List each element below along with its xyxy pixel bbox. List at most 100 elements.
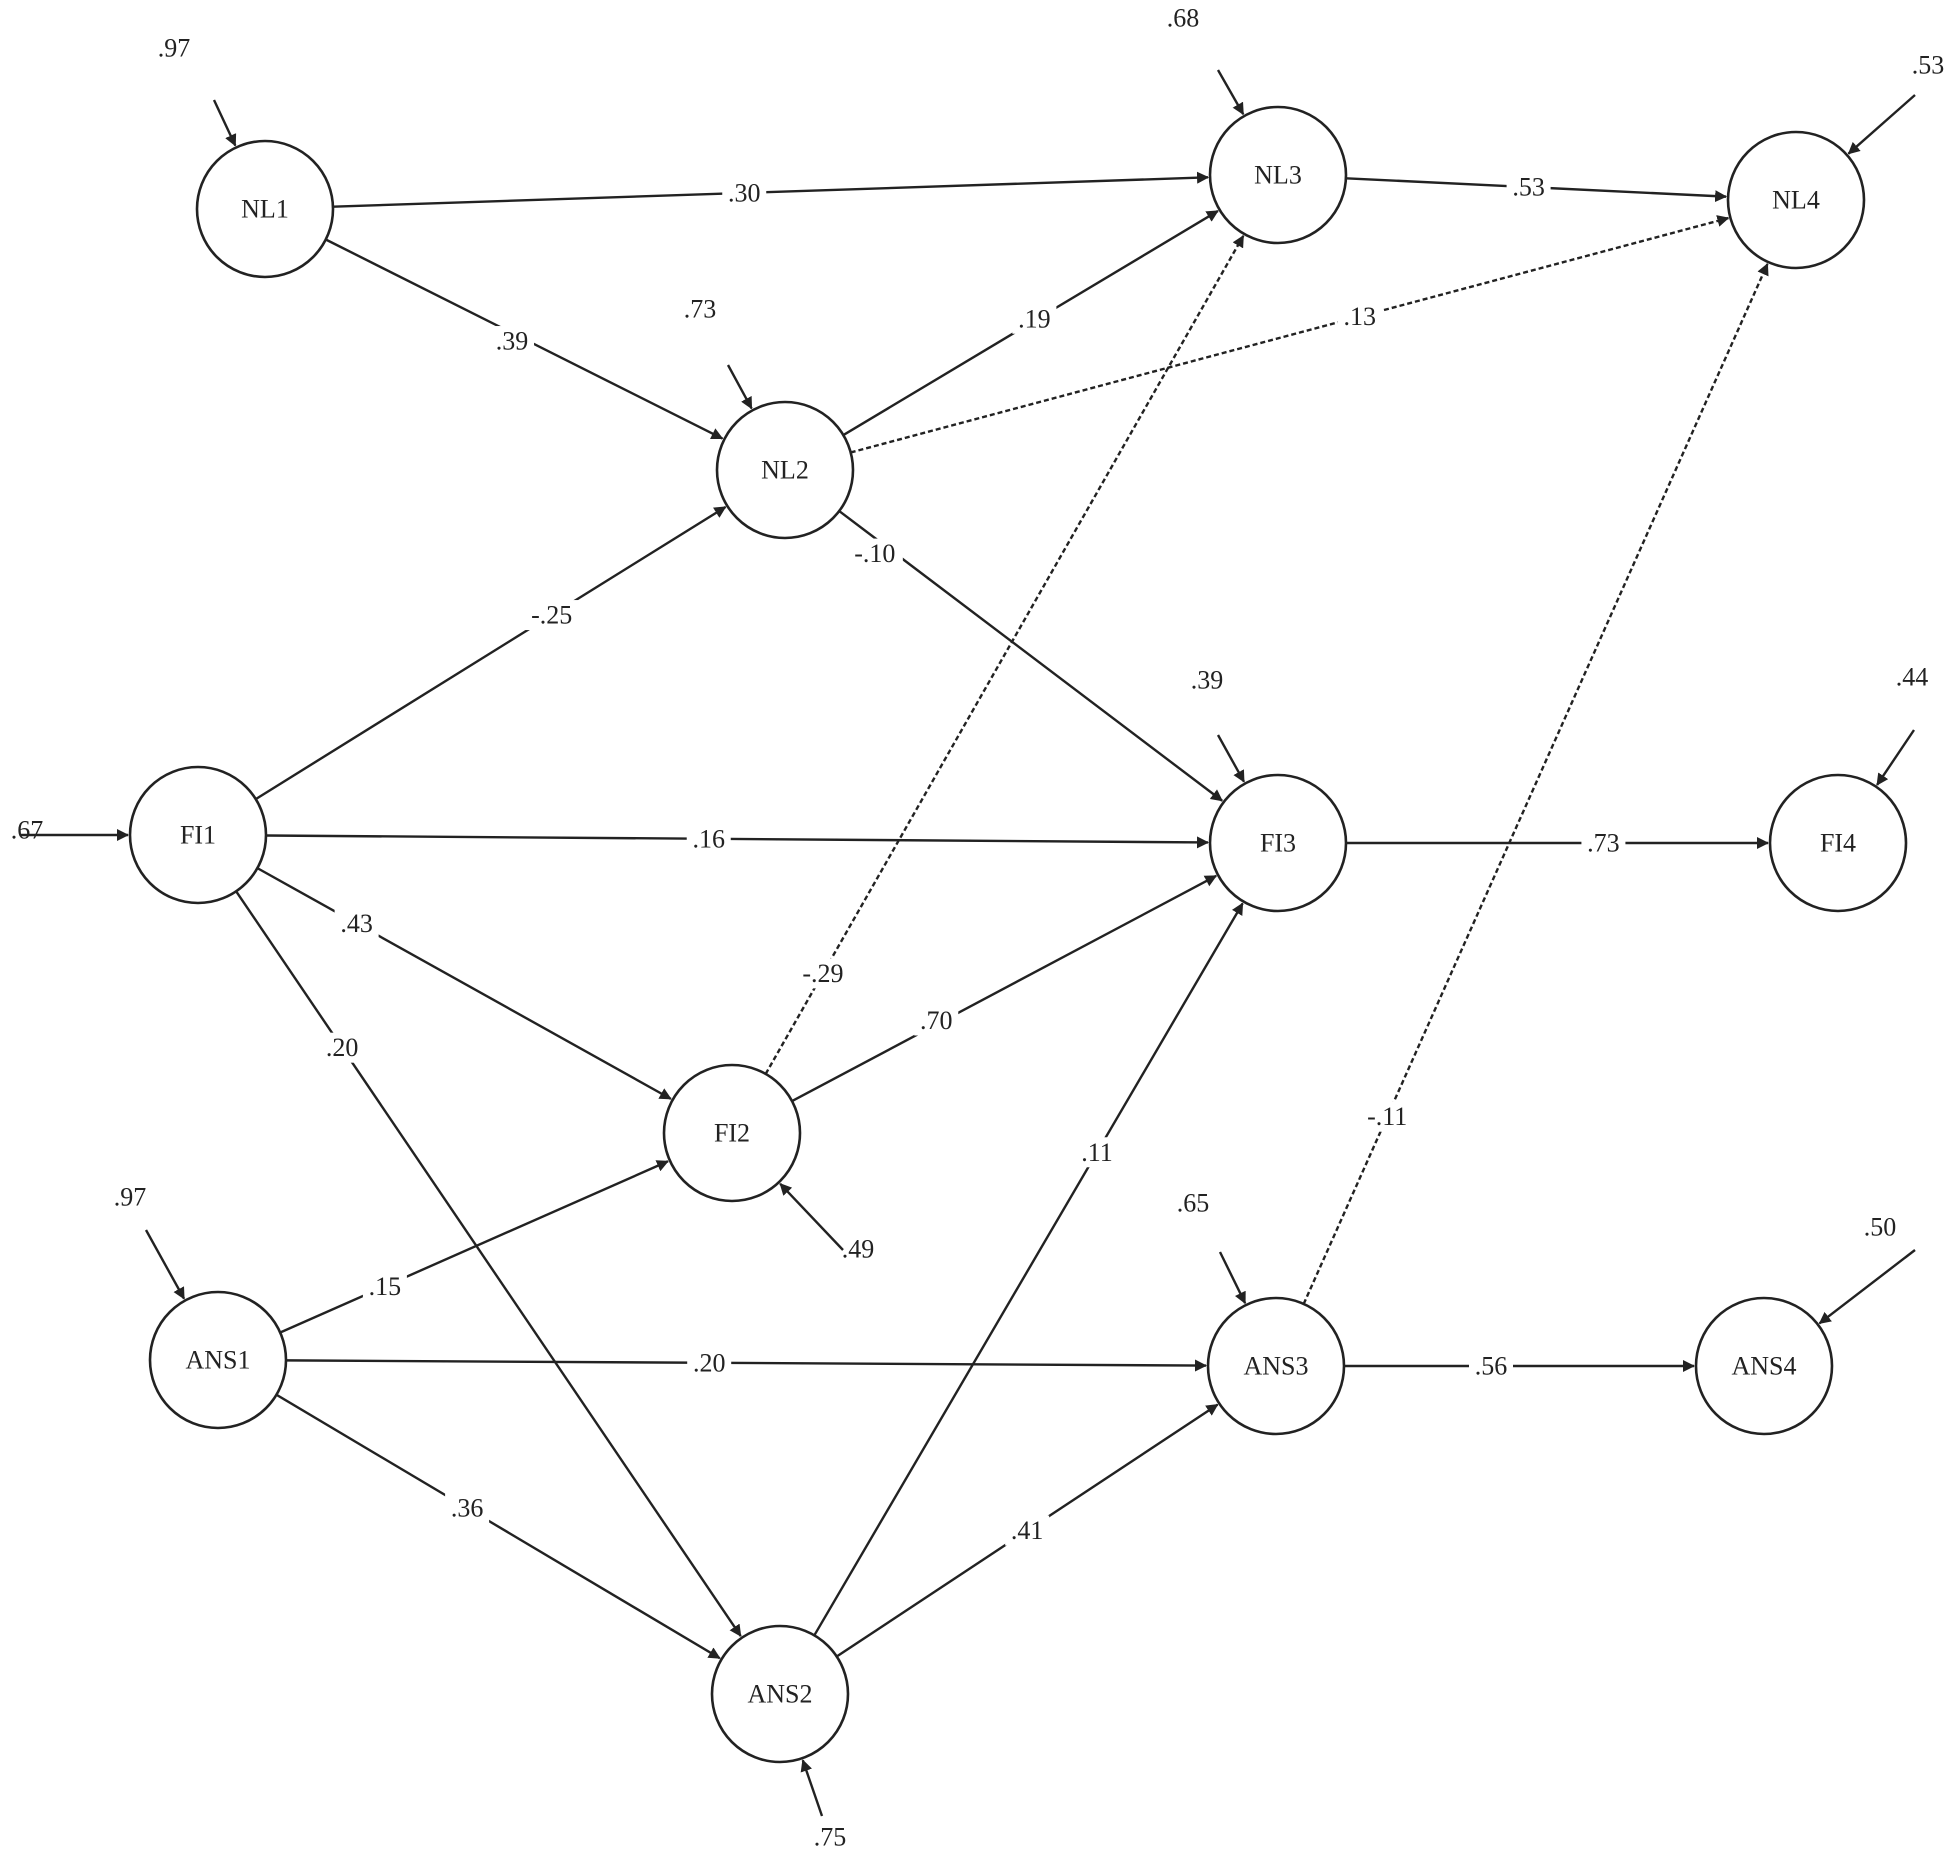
node-fi3-circle	[1208, 773, 1348, 913]
coef-fi3-to-fi4-label: .73	[1581, 828, 1626, 858]
node-fi4-circle	[1768, 773, 1908, 913]
node-nl2-circle	[715, 400, 855, 540]
coef-nl2-to-fi3-label-text: -.10	[854, 539, 895, 568]
coef-nl1-to-nl2-label: .39	[490, 326, 535, 357]
coef-fi1-to-ans2-label-bg	[320, 1032, 365, 1063]
coef-ans1-to-ans3-label-bg	[687, 1347, 732, 1378]
node-fi3: FI3	[1208, 773, 1348, 913]
node-fi4: FI4	[1768, 773, 1908, 913]
coef-fi1-to-ans2-label-text: .20	[326, 1033, 359, 1062]
coef-fi1-to-nl2-label-text: -.25	[531, 601, 572, 630]
coef-fi3-to-fi4-label-bg	[1581, 828, 1626, 858]
node-nl3-circle	[1208, 105, 1348, 245]
residual-nl3-label: .68	[1167, 4, 1200, 33]
coef-fi3-to-fi4-label-text: .73	[1587, 829, 1620, 858]
coef-ans1-to-fi2-label-bg	[362, 1271, 407, 1302]
coef-nl3-to-nl4-label: .53	[1506, 171, 1551, 202]
node-nl1: NL1	[195, 139, 335, 279]
coef-nl2-to-nl3-label-text: .19	[1018, 304, 1051, 333]
coef-ans1-to-fi2-label: .15	[362, 1271, 407, 1302]
coef-ans1-to-fi2-label-text: .15	[369, 1272, 402, 1301]
coef-nl3-to-nl4-label-text: .53	[1512, 172, 1545, 201]
coef-nl2-to-nl4-label: .13	[1337, 301, 1382, 332]
coef-ans2-to-ans3-label: .41	[1005, 1515, 1050, 1546]
node-fi1-label: FI1	[180, 821, 216, 850]
coef-nl1-to-nl2-label-text: .39	[496, 327, 529, 356]
residual-fi3-label: .39	[1191, 666, 1224, 695]
node-nl1-label: NL1	[241, 195, 289, 224]
coef-fi1-to-nl2-label: -.25	[523, 600, 580, 631]
path-ans3-to-nl4-arrow	[1302, 263, 1769, 1305]
path-nl2-to-fi3-arrow	[838, 510, 1223, 802]
coef-nl2-to-nl4-label-text: .13	[1343, 302, 1376, 331]
residual-nl2-label: .73	[684, 295, 717, 324]
coef-nl2-to-fi3-label-bg	[846, 538, 903, 569]
coef-ans3-to-nl4-label: -.11	[1359, 1101, 1416, 1132]
node-nl2-label: NL2	[761, 456, 809, 485]
node-fi2-label: FI2	[714, 1119, 750, 1148]
node-nl4-circle	[1726, 130, 1866, 270]
node-nl4: NL4	[1726, 130, 1866, 270]
residual-fi3-arrow	[1216, 734, 1246, 783]
path-fi1-to-ans2-arrow	[235, 890, 742, 1637]
residual-fi4-label: .44	[1896, 663, 1929, 692]
coef-ans1-to-ans3-label-text: .20	[693, 1348, 726, 1377]
coef-fi1-to-nl2-label-bg	[523, 600, 580, 631]
residual-ans4-arrow	[1818, 1249, 1916, 1325]
residuals-layer: .97.73.68.53.67.49.39.44.97.75.65.50	[11, 4, 1945, 1852]
coef-ans2-to-fi3-label-bg	[1075, 1137, 1120, 1168]
residual-nl1-label: .97	[158, 34, 191, 63]
coef-fi2-to-fi3-label: .70	[914, 1005, 959, 1036]
residual-ans2-arrow	[800, 1759, 824, 1817]
coef-ans1-to-ans3-label: .20	[687, 1347, 732, 1378]
paths-layer	[235, 171, 1769, 1660]
node-fi4-label: FI4	[1820, 829, 1856, 858]
residual-fi2-label: .49	[842, 1235, 875, 1264]
coef-nl2-to-nl3-label: .19	[1012, 303, 1057, 334]
coef-fi2-to-fi3-label-bg	[914, 1005, 959, 1036]
node-ans1-circle	[148, 1290, 288, 1430]
coef-ans1-to-ans2-label-bg	[445, 1493, 490, 1524]
node-ans4-circle	[1694, 1296, 1834, 1436]
node-ans3: ANS3	[1206, 1296, 1346, 1436]
node-ans3-circle	[1206, 1296, 1346, 1436]
coef-fi1-to-fi2-label: .43	[334, 908, 379, 939]
coef-ans3-to-ans4-label: .56	[1469, 1351, 1513, 1381]
coef-fi1-to-fi2-label-text: .43	[340, 909, 373, 938]
node-ans2-circle	[710, 1624, 850, 1764]
coef-fi2-to-nl3-label-bg	[794, 958, 851, 989]
node-ans4-label: ANS4	[1731, 1352, 1796, 1381]
residual-ans1-arrow	[144, 1229, 186, 1300]
node-fi1-circle	[128, 765, 268, 905]
coef-fi2-to-nl3-label-text: -.29	[802, 959, 843, 988]
path-ans1-to-ans3-arrow	[285, 1359, 1208, 1372]
node-fi3-label: FI3	[1260, 829, 1296, 858]
coef-nl2-to-nl4-label-bg	[1337, 301, 1382, 332]
coef-ans2-to-fi3-label: .11	[1075, 1137, 1120, 1168]
coef-fi1-to-fi3-label: .16	[686, 823, 731, 854]
node-ans1: ANS1	[148, 1290, 288, 1430]
residual-nl4-arrow	[1847, 94, 1916, 155]
residual-ans3-arrow	[1218, 1251, 1247, 1305]
coef-ans3-to-nl4-label-text: -.11	[1367, 1102, 1407, 1131]
coef-nl2-to-nl3-label-bg	[1012, 303, 1057, 334]
path-fi1-to-nl2-arrow	[255, 505, 727, 801]
coef-ans2-to-ans3-label-text: .41	[1011, 1516, 1044, 1545]
coef-fi1-to-fi3-label-bg	[686, 823, 731, 854]
path-fi2-to-nl3-arrow	[764, 234, 1245, 1075]
coef-fi2-to-fi3-label-text: .70	[920, 1006, 953, 1035]
residual-ans2-label: .75	[814, 1823, 847, 1852]
path-fi1-to-fi3-arrow	[265, 834, 1210, 849]
path-ans1-to-fi2-arrow	[279, 1160, 669, 1334]
node-nl3: NL3	[1208, 105, 1348, 245]
residual-ans1-label: .97	[114, 1183, 147, 1212]
coef-ans1-to-ans2-label-text: .36	[451, 1494, 484, 1523]
path-ans1-to-ans2-arrow	[275, 1393, 721, 1660]
path-nl2-to-nl4-arrow	[850, 215, 1730, 454]
path-fi1-to-fi2-arrow	[256, 867, 672, 1100]
coef-ans2-to-fi3-label-text: .11	[1081, 1138, 1113, 1167]
residual-nl3-arrow	[1216, 69, 1245, 116]
coef-nl1-to-nl2-label-bg	[490, 326, 535, 357]
node-nl4-label: NL4	[1772, 186, 1820, 215]
